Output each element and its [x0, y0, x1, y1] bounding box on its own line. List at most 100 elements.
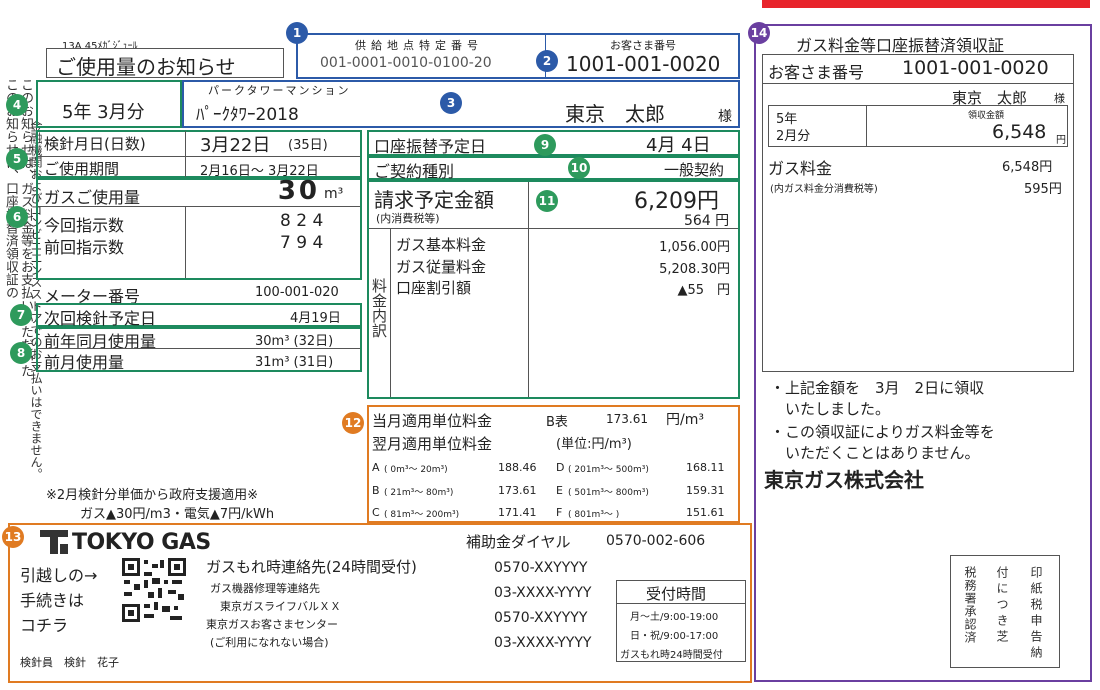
badge-13: 13 [2, 526, 24, 548]
supply-point-number: 001-0001-0010-0100-20 [320, 55, 492, 71]
unit-row-range: ( 21m³～ 80m³) [384, 488, 454, 498]
notice-vertical-3: 金融機関およびコンビニエンスストアでのお支払いはできません。 [29, 120, 43, 480]
receipt-honorific: 様 [1054, 92, 1065, 105]
previous-reading-label: 前回指示数 [44, 238, 125, 257]
repair-line-1: ガス機器修理等連絡先 [210, 582, 320, 595]
last-year-usage: 30m³ (32日) [255, 334, 334, 349]
meter-number-label: メーター番号 [44, 287, 141, 306]
unit-row-code: C [372, 506, 380, 519]
unit-row-range: ( 81m³～ 200m³) [384, 510, 460, 520]
read-date-label: 検針月日(日数) [44, 135, 146, 153]
hours-divider [617, 603, 745, 604]
moving-text-1: 引越しの→ [20, 566, 98, 585]
unit-row-range: ( 801m³～ ) [568, 510, 620, 520]
tokyo-gas-logo-icon [40, 530, 68, 554]
receipt-note-2: いたしました。 [770, 400, 891, 418]
subsidy-line-2: ガス▲30円/m3・電気▲7円/kWh [80, 507, 275, 522]
contact-box [8, 523, 752, 683]
badge-1: 1 [286, 22, 308, 44]
usage-label: ガスご使用量 [44, 188, 141, 207]
unit-row-value: 151.61 [686, 506, 725, 519]
badge-12: 12 [342, 412, 364, 434]
billing-month: 5年 3月分 [62, 102, 145, 123]
unit-row-range: ( 0m³～ 20m³) [384, 465, 448, 475]
supply-point-box [296, 33, 740, 79]
last-month-label: 前月使用量 [44, 353, 125, 372]
receipt-tax-amount: 595円 [1024, 182, 1062, 197]
phone-number-4[interactable]: 03-XXXX-YYYY [494, 635, 592, 651]
repair-line-2: 東京ガスライフバルＸＸ [220, 600, 341, 613]
hours-title: 受付時間 [646, 585, 707, 603]
receipt-period-month: 2月分 [776, 129, 811, 144]
hours-box [616, 580, 746, 662]
receipt-customer-label: お客さま番号 [768, 63, 865, 82]
contract-type-label: ご契約種別 [374, 162, 455, 181]
current-reading: 8 2 4 [280, 211, 324, 231]
badge-11: 11 [536, 190, 558, 212]
usage-box [36, 178, 362, 280]
next-read-date: 4月19日 [290, 311, 341, 326]
unit-row-value: 159.31 [686, 484, 725, 497]
moving-text-3: コチラ [20, 616, 69, 635]
received-amount-label: 領収金額 [968, 111, 1005, 121]
usage-value: 30 [277, 176, 320, 206]
notice-vertical-1: このお知らせは、口座振替済領収証の [3, 78, 18, 299]
read-date-divider [38, 156, 360, 157]
contract-type: 一般契約 [664, 161, 725, 179]
receipt-note-4: いただくことはありません。 [770, 444, 980, 462]
phone-number-2[interactable]: 03-XXXX-YYYY [494, 585, 592, 601]
stamp-text-2: 付につき芝 [995, 566, 1009, 646]
revenue-stamp-box [950, 555, 1060, 668]
current-unit-value: 173.61 [606, 412, 648, 426]
next-read-label: 次回検針予定日 [44, 309, 157, 328]
meter-number: 100-001-020 [255, 285, 339, 300]
badge-3: 3 [440, 92, 462, 114]
billing-vdivider [528, 182, 529, 397]
tax-amount: 564 円 [684, 213, 730, 229]
receipt-customer-name: 東京 太郎 [952, 89, 1028, 107]
unit-row-code: F [556, 506, 563, 519]
receipt-amount-divider [866, 106, 867, 146]
stamp-text-3: 税務署承認済 [963, 566, 977, 644]
customer-number-label: お客さま番号 [610, 39, 676, 52]
unit-row-range: ( 201m³～ 500m³) [568, 465, 649, 475]
receipt-amount-box [768, 105, 1068, 147]
moving-text-2: 手続きは [20, 591, 85, 610]
current-unit-label: 当月適用単位料金 [372, 412, 493, 430]
receipt-title: ガス料金等口座振替済領収証 [796, 36, 1005, 55]
repair-line-3: 東京ガスお客さまセンター [206, 618, 338, 631]
receipt-customer-box [762, 54, 1074, 84]
meter-read-date-box [36, 130, 362, 178]
breakdown-item-value: 1,056.00円 [659, 240, 730, 255]
stamp-text-1: 印紙税申告納 [1029, 566, 1043, 662]
debit-date-box [367, 130, 740, 156]
hours-line-2: 日・祝/9:00-17:00 [630, 631, 719, 642]
subsidy-dial-label: 補助金ダイヤル [466, 533, 571, 551]
qr-code-icon[interactable] [122, 558, 186, 622]
badge-10: 10 [568, 157, 590, 179]
read-date: 3月22日 [200, 135, 271, 156]
unit-row-code: D [556, 461, 565, 474]
next-unit-label: 翌月適用単位料金 [372, 435, 493, 453]
title-box [46, 48, 284, 78]
top-red-stripe [762, 0, 1090, 8]
receipt-note-3: ・この領収証によりガス料金等を [770, 423, 995, 441]
receipt-note-1: ・上記金額を 3月 2日に領収 [770, 379, 985, 397]
phone-number-3[interactable]: 0570-XXYYYY [494, 610, 588, 626]
billing-amount: 6,209円 [634, 189, 719, 214]
unit-price-box [367, 405, 740, 523]
receipt-gas-amount: 6,548円 [1002, 160, 1053, 175]
debit-date: 4月 4日 [646, 135, 711, 156]
usage-divider [38, 206, 360, 207]
breakdown-item-label: ガス従量料金 [396, 258, 487, 276]
next-unit-unit: (単位:円/m³) [556, 437, 632, 452]
company-name: 東京ガス株式会社 [764, 468, 924, 492]
customer-name: 東京 太郎 [565, 102, 665, 126]
unit-row-code: A [372, 461, 380, 474]
badge-6: 6 [6, 206, 28, 228]
phone-number-1[interactable]: 0570-XXYYYY [494, 560, 588, 576]
building-name: ﾊﾟｰｸﾀﾜｰ2018 [196, 105, 299, 125]
receipt-period-year: 5年 [776, 112, 798, 127]
billing-divider [369, 228, 738, 229]
subsidy-line-1: ※2月検針分単価から政府支援適用※ [46, 488, 259, 503]
